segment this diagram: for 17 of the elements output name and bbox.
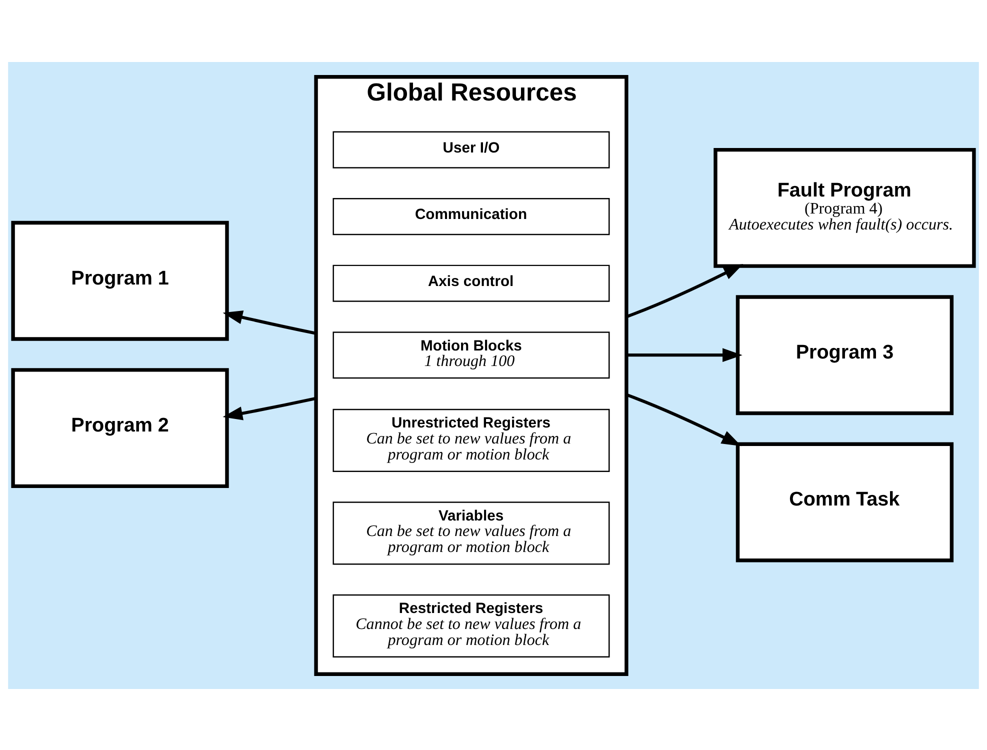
node-box: Program 1 bbox=[11, 220, 229, 340]
node-box: Axis control bbox=[332, 264, 610, 302]
node-box: Unrestricted Registers Can be set to new values from a program or motion block bbox=[332, 408, 610, 472]
node-box: User I/O bbox=[332, 130, 610, 168]
node-box: Restricted Registers Cannot be set to new values from a program or motion block bbox=[332, 594, 610, 657]
arrow bbox=[626, 264, 744, 318]
arrow bbox=[222, 396, 316, 420]
node-box: Program 3 bbox=[736, 294, 954, 415]
node-box: Program 2 bbox=[11, 368, 229, 488]
node-box: Variables Can be set to new values from a program or motion block bbox=[332, 501, 610, 564]
arrow bbox=[626, 392, 742, 446]
node-box: Comm Task bbox=[736, 442, 954, 562]
arrow bbox=[626, 348, 742, 362]
node-box: Communication bbox=[332, 198, 610, 235]
arrow bbox=[222, 310, 316, 334]
node-box: Motion Blocks 1 through 100 bbox=[332, 331, 610, 378]
node-box: Fault Program (Program 4) Autoexecutes when fault(s) occurs. bbox=[714, 147, 976, 268]
